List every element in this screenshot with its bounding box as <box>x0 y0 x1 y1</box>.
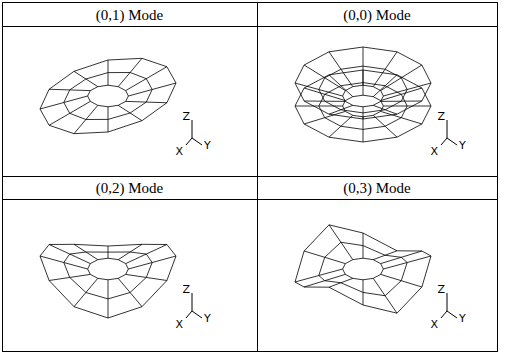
axis-letter: Z <box>437 284 445 295</box>
mode-shape-wireframe <box>295 225 431 313</box>
axis-triad <box>186 293 202 318</box>
axis-letter: Y <box>204 140 211 151</box>
mode-shape-wireframe <box>295 47 431 142</box>
axis-letter: Z <box>182 284 190 295</box>
axis-letter: X <box>175 319 183 330</box>
table-header: (0,3) Mode <box>257 181 497 196</box>
axis-letter: X <box>430 146 438 157</box>
axis-letter: Z <box>182 111 190 122</box>
table-header: (0,1) Mode <box>2 8 257 23</box>
table-header: (0,0) Mode <box>257 8 497 23</box>
table-header: (0,2) Mode <box>2 181 257 196</box>
axis-letter: X <box>175 146 183 157</box>
mode-shape-wireframe <box>40 58 176 133</box>
axis-triad <box>441 293 457 318</box>
axis-letter: X <box>430 319 438 330</box>
mode-shape-wireframe <box>40 244 176 318</box>
axis-triad <box>441 120 457 145</box>
axis-letter: Z <box>437 111 445 122</box>
axis-letter: Y <box>459 140 466 151</box>
axis-triad <box>186 120 202 145</box>
axis-letter: Y <box>204 313 211 324</box>
axis-letter: Y <box>459 313 466 324</box>
